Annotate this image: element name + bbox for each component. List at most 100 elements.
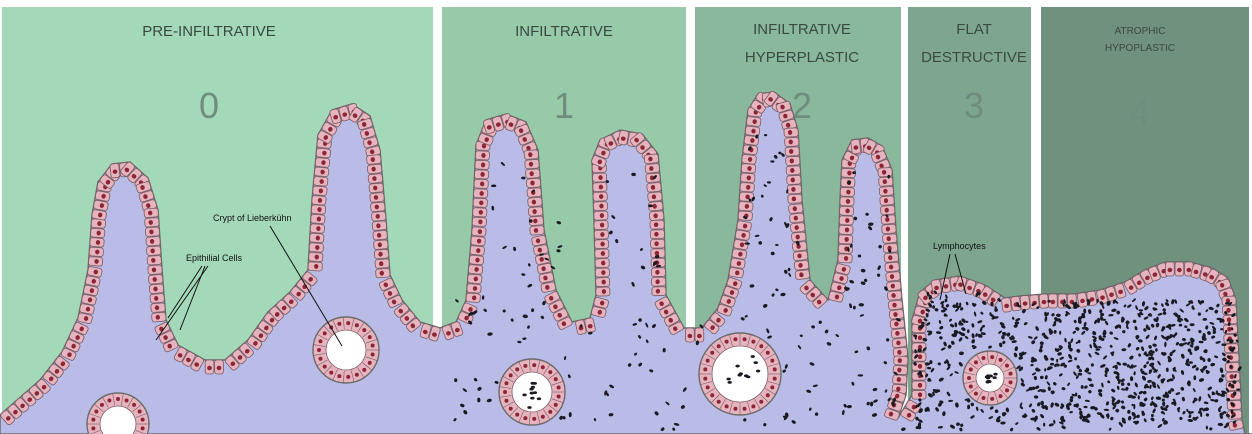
epithelial-cell (146, 246, 161, 256)
epithelial-cell (880, 196, 895, 206)
lymphocytes-label: Lymphocytes (933, 241, 986, 251)
epithelial-cell (912, 381, 926, 390)
epithelial-cell (373, 230, 388, 240)
epithelial-cell (793, 251, 808, 261)
epithelial-cell (375, 259, 390, 269)
epithelial-cell (595, 249, 609, 258)
epithelial-cell (593, 183, 607, 192)
lymphocyte (1179, 343, 1184, 346)
epithelial-cell (594, 240, 608, 249)
epithelial-cell (651, 268, 665, 277)
epithelial-cell (792, 241, 807, 251)
epithelial-cell (887, 290, 902, 300)
epithelial-cell (892, 338, 907, 348)
epithelial-cell (788, 194, 802, 203)
epithelial-cell (740, 182, 755, 192)
epithelial-cell (1175, 262, 1184, 276)
epithelial-cell (839, 235, 853, 244)
lymphocyte (530, 382, 534, 385)
lymphocyte (1193, 375, 1196, 380)
epithelial-cell (741, 173, 756, 183)
epithelial-cell (594, 230, 608, 239)
epithelial-cell (595, 259, 609, 268)
lymphocyte (1086, 368, 1090, 372)
epithelial-cell (312, 195, 327, 205)
epithelial-cell (472, 217, 486, 226)
epithelial-cell (645, 163, 660, 173)
lymphocyte (537, 397, 541, 400)
epithelial-cell (784, 137, 798, 146)
epithelial-cell (648, 192, 663, 202)
epithelial-cell (471, 236, 486, 246)
epithelial-cell (729, 267, 744, 278)
stage-title-4-line-1: ATROPHIC (1115, 26, 1166, 37)
lymphocyte (726, 378, 730, 381)
epithelial-cell (1225, 353, 1239, 362)
epithelial-cell (787, 175, 801, 184)
epithelial-cell (313, 186, 328, 196)
lymphocyte (739, 372, 743, 375)
epithelial-cell (839, 206, 853, 215)
epithelial-cell (148, 274, 163, 284)
epithelial-cell (730, 258, 745, 269)
stage-title-1-line-1: INFILTRATIVE (515, 23, 613, 40)
lymphocyte (531, 386, 535, 389)
epithelial-cell (790, 222, 805, 232)
epithelial-cell (370, 192, 385, 202)
epithelial-cell (148, 265, 163, 275)
epithelial-cell (745, 126, 760, 136)
epithelial-cell (366, 155, 381, 165)
epithelial-cell (791, 232, 806, 242)
lymphocyte (989, 375, 993, 378)
epithelial-cell (316, 148, 331, 158)
epithelial-cell (840, 187, 854, 196)
stage-title-3-line-1: FLAT (956, 21, 992, 38)
epithelial-cell (878, 167, 893, 177)
stage-title-2-line-2: HYPERPLASTIC (745, 49, 859, 66)
epithelial-cell (592, 173, 606, 182)
epithelial-cell (594, 221, 608, 230)
epithelial-cell (367, 164, 382, 174)
epithelial-cell (912, 390, 926, 399)
epithelial-cell (786, 156, 800, 165)
lymphocyte (1166, 336, 1171, 339)
epithelial-cell (596, 287, 610, 296)
epithelial-cell (468, 264, 483, 274)
epithelial-cell (839, 216, 853, 225)
epithelial-cell (147, 255, 162, 265)
lymphocyte (530, 397, 534, 400)
epithelial-cell (466, 293, 481, 303)
epithelial-cell (746, 116, 761, 126)
epithelial-cell (649, 211, 664, 221)
epithelial-cell (894, 356, 908, 365)
epithelial-cell (735, 230, 750, 241)
epithelial-cell (110, 163, 120, 178)
lymphocyte (1179, 324, 1183, 327)
epithelial-cell (1001, 297, 1011, 312)
epithelial-cell (473, 208, 487, 217)
epithelial-cell (596, 278, 610, 287)
epithelial-cell (651, 277, 665, 286)
epithelial-cell (882, 234, 897, 244)
epithelial-cell (311, 205, 325, 214)
epithelial-cell (736, 220, 751, 231)
epithelial-cell (470, 246, 485, 256)
epithelial-cell (1166, 262, 1175, 276)
epithelial-cell (475, 151, 489, 160)
lymphocyte (569, 412, 572, 417)
epithelial-cell (215, 360, 224, 374)
stage-number-1: 1 (554, 85, 574, 126)
epithelial-cell (530, 226, 545, 236)
stage-number-3: 3 (964, 85, 984, 126)
epithelial-cell (310, 233, 324, 242)
epithelial-cell (646, 173, 661, 183)
epithelial-cell (742, 154, 757, 164)
epithelial-cell (741, 164, 756, 174)
stage-title-4-line-2: HYPOPLASTIC (1105, 43, 1175, 54)
epithelial-cell (374, 240, 389, 250)
epithelial-cell (474, 189, 488, 198)
epithelial-cell (89, 247, 104, 257)
epithelial-cell (644, 154, 659, 164)
crypt-1 (313, 317, 379, 383)
